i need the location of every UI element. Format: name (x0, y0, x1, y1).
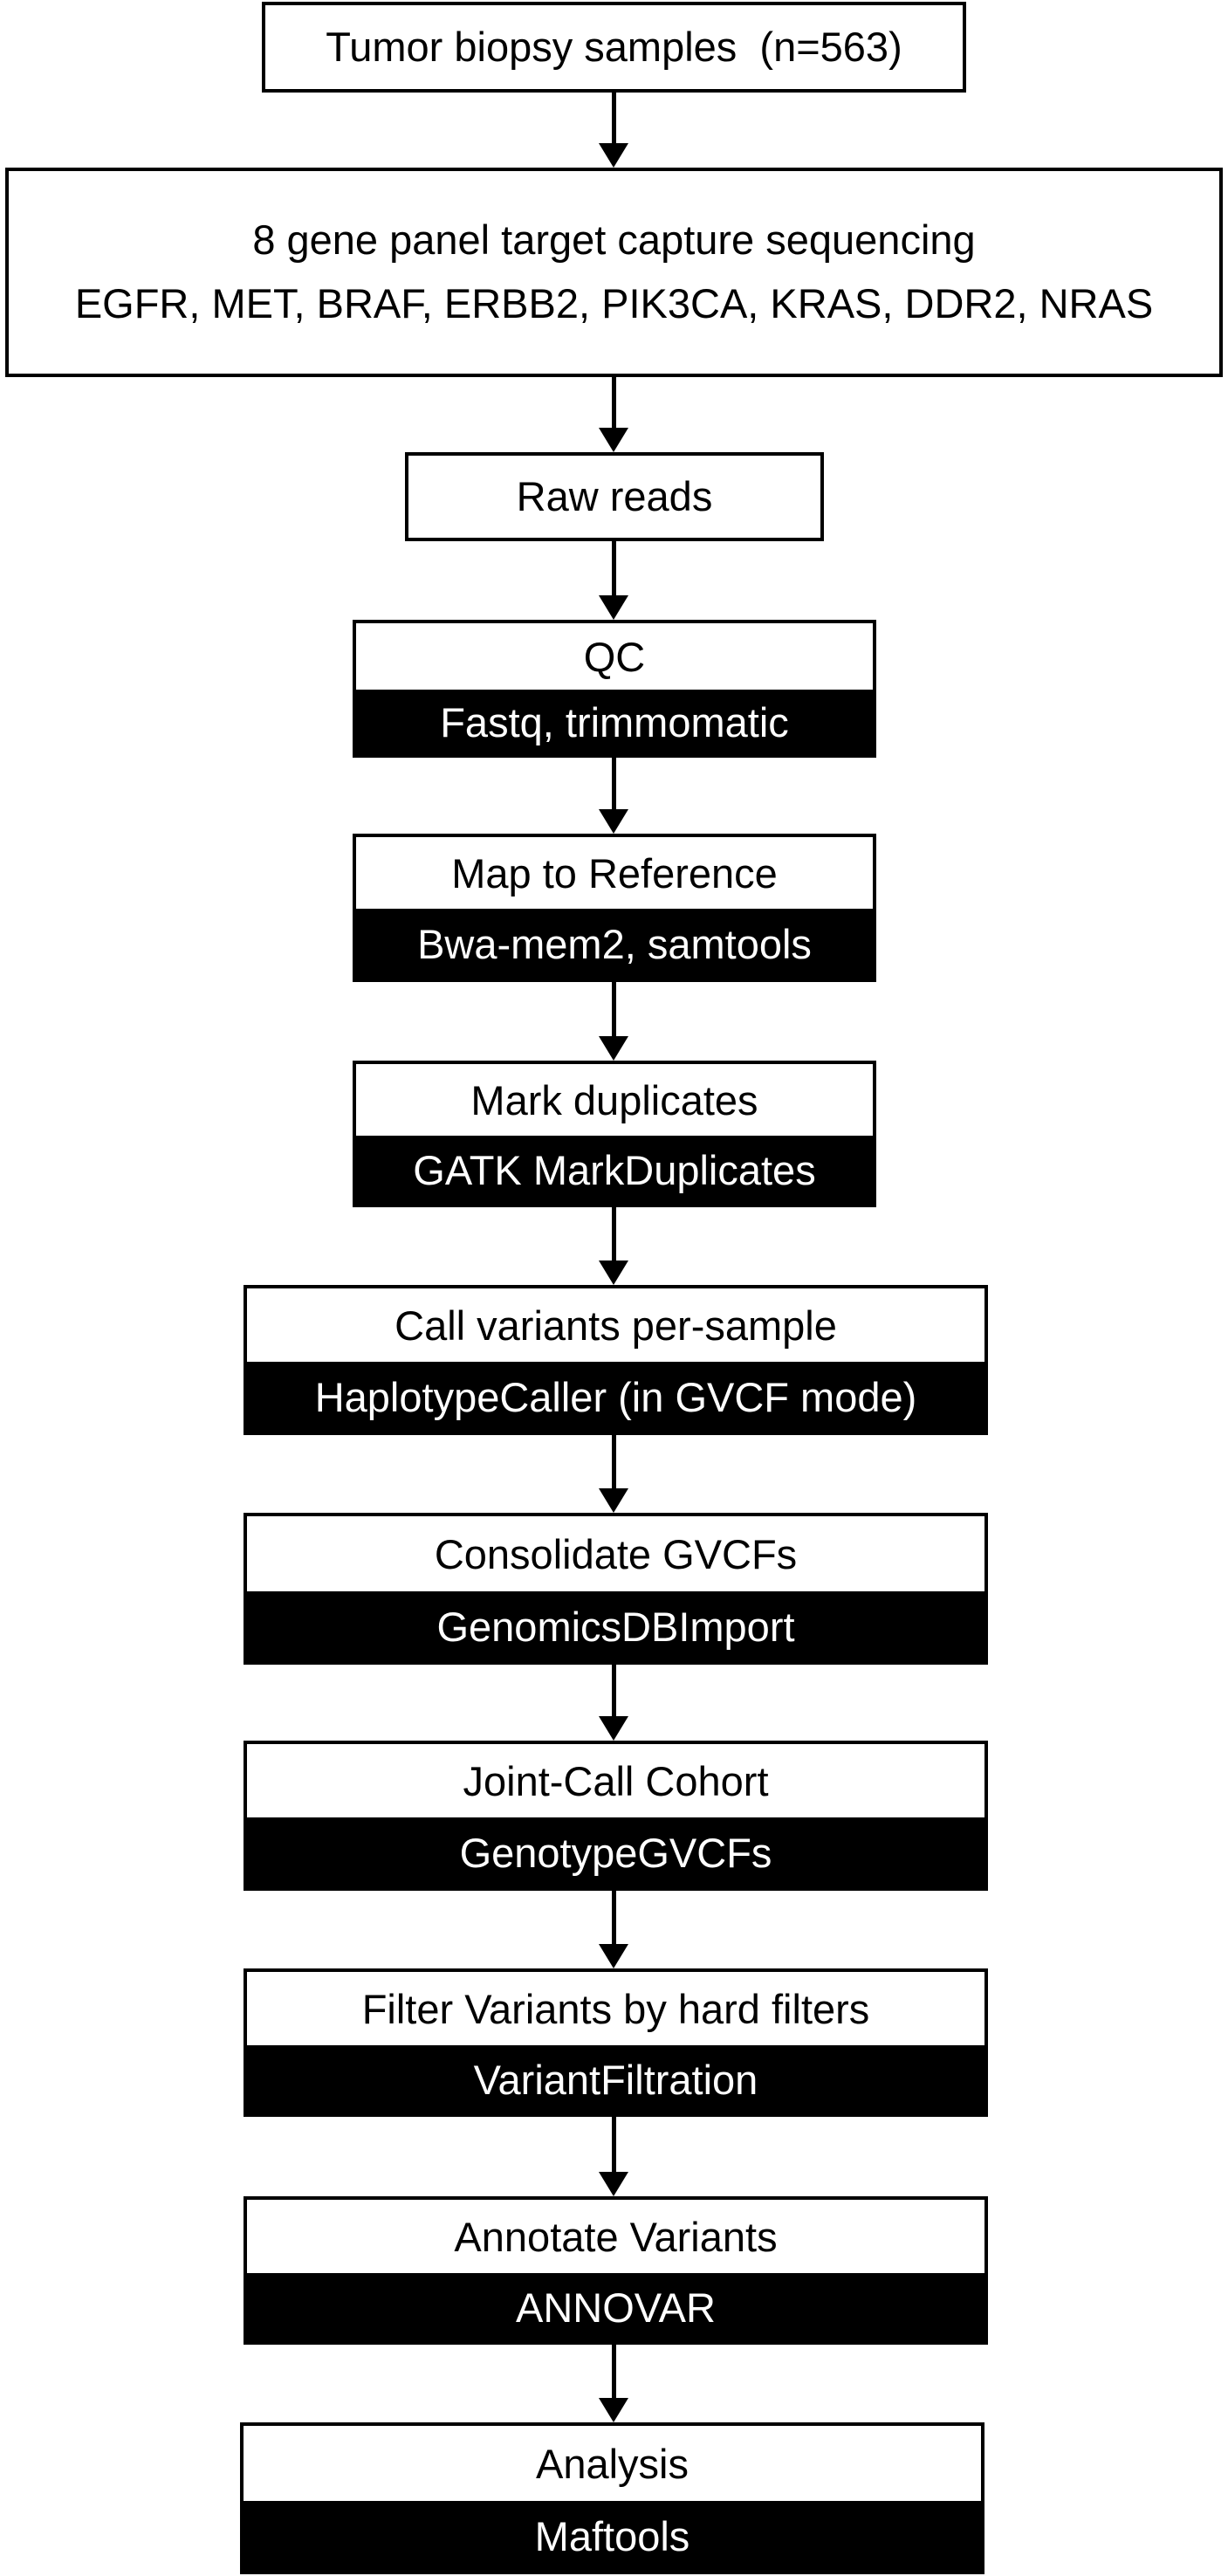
mark-duplicates-step: Mark duplicates GATK MarkDuplicates (353, 1061, 876, 1207)
qc-step: QC Fastq, trimmomatic (353, 620, 876, 758)
step-title: Annotate Variants (247, 2200, 984, 2273)
raw-reads-label: Raw reads (516, 472, 713, 519)
step-tool: Maftools (244, 2501, 981, 2571)
raw-reads-box: Raw reads (405, 452, 824, 541)
analysis-step: Analysis Maftools (240, 2422, 984, 2574)
annotate-variants-step: Annotate Variants ANNOVAR (244, 2196, 988, 2345)
step-title: QC (356, 623, 873, 690)
step-tool: Bwa-mem2, samtools (356, 909, 873, 979)
filter-variants-step: Filter Variants by hard filters VariantF… (244, 1968, 988, 2117)
step-title: Mark duplicates (356, 1064, 873, 1136)
step-tool: GenomicsDBImport (247, 1591, 984, 1661)
joint-call-cohort-step: Joint-Call Cohort GenotypeGVCFs (244, 1741, 988, 1891)
sequencing-box: 8 gene panel target capture sequencing E… (5, 168, 1223, 377)
input-box: Tumor biopsy samples (n=563) (262, 2, 966, 93)
step-title: Analysis (244, 2426, 981, 2501)
sequencing-title: 8 gene panel target capture sequencing (252, 216, 976, 264)
consolidate-gvcfs-step: Consolidate GVCFs GenomicsDBImport (244, 1513, 988, 1665)
gene-list: EGFR, MET, BRAF, ERBB2, PIK3CA, KRAS, DD… (74, 280, 1154, 326)
step-tool: GATK MarkDuplicates (356, 1136, 873, 1204)
step-tool: GenotypeGVCFs (247, 1817, 984, 1887)
step-tool: Fastq, trimmomatic (356, 690, 873, 754)
input-label: Tumor biopsy samples (n=563) (326, 23, 902, 70)
step-title: Call variants per-sample (247, 1288, 984, 1362)
map-to-reference-step: Map to Reference Bwa-mem2, samtools (353, 834, 876, 982)
step-tool: ANNOVAR (247, 2273, 984, 2341)
call-variants-step: Call variants per-sample HaplotypeCaller… (244, 1285, 988, 1435)
step-tool: HaplotypeCaller (in GVCF mode) (247, 1362, 984, 1432)
step-title: Filter Variants by hard filters (247, 1972, 984, 2045)
step-title: Consolidate GVCFs (247, 1516, 984, 1591)
step-title: Joint-Call Cohort (247, 1744, 984, 1817)
step-title: Map to Reference (356, 837, 873, 909)
step-tool: VariantFiltration (247, 2045, 984, 2113)
